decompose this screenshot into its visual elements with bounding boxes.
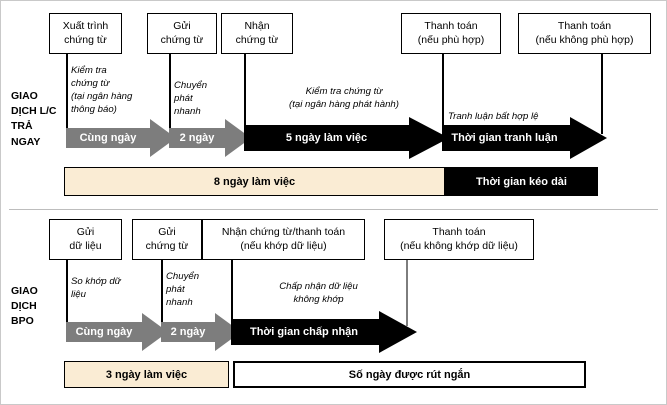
section-divider: [9, 209, 658, 210]
event-box-bpo-1[interactable]: Gửi dữ liệu: [49, 219, 122, 260]
event-box-bpo-2-line-1: Gửi: [158, 226, 176, 239]
caption-lc-2-line-1: Chuyển: [174, 80, 208, 91]
event-box-bpo-1-line-2: dữ liệu: [69, 239, 102, 252]
event-box-bpo-2[interactable]: Gửi chứng từ: [132, 219, 202, 260]
arrow-lc-1[interactable]: Cùng ngày: [66, 119, 176, 157]
event-box-lc-1-line-1: Xuất trình: [62, 20, 109, 33]
caption-lc-2-line-2: phát: [174, 92, 193, 104]
caption-bpo-3-line-1: Chấp nhận dữ liệu: [279, 281, 358, 292]
summary-bar-lc-2-label: Thời gian kéo dài: [476, 175, 567, 188]
caption-lc-4: Tranh luận bất hợp lệ: [448, 111, 598, 124]
event-box-lc-5-line-2: (nếu không phù hợp): [535, 33, 634, 46]
connector-stem-bpo-4: [406, 260, 408, 326]
event-box-lc-1-line-2: chứng từ: [64, 33, 107, 46]
caption-bpo-2-line-3: nhanh: [166, 296, 193, 308]
row-label-lc-line-1: GIAO: [11, 90, 38, 102]
connector-stem-lc-4: [442, 54, 444, 134]
row-label-bpo: GIAO DỊCH BPO: [11, 284, 71, 330]
row-label-lc-line-3: TRẢ: [11, 120, 33, 133]
event-box-bpo-1-line-1: Gửi: [76, 226, 95, 239]
connector-stem-bpo-2: [161, 260, 163, 326]
event-box-lc-3[interactable]: Nhận chứng từ: [221, 13, 293, 54]
caption-lc-4-line-1: Tranh luận bất hợp lệ: [448, 111, 539, 122]
row-label-lc: GIAO DỊCH L/C TRẢ NGAY: [11, 89, 71, 150]
event-box-bpo-3-line-2: (nếu khớp dữ liệu): [240, 239, 327, 252]
event-box-lc-3-line-1: Nhận: [244, 20, 270, 33]
connector-stem-bpo-3: [231, 260, 233, 326]
caption-lc-3-line-1: Kiểm tra chứng từ: [305, 86, 383, 97]
summary-bar-lc-1-label: 8 ngày làm việc: [213, 175, 296, 188]
event-box-lc-4-line-2: (nếu phù hợp): [417, 33, 485, 46]
event-box-bpo-2-line-2: chứng từ: [145, 239, 189, 252]
caption-bpo-2: Chuyển phát nhanh: [166, 271, 226, 310]
event-box-lc-4-line-1: Thanh toán: [424, 20, 478, 33]
summary-bar-bpo-2[interactable]: Số ngày được rút ngắn: [233, 361, 586, 388]
caption-lc-1-line-3: (tại ngân hàng: [71, 90, 133, 102]
row-label-bpo-line-3: BPO: [11, 315, 34, 328]
event-box-bpo-3-line-1: Nhận chứng từ/thanh toán: [221, 226, 346, 239]
event-box-lc-5-line-1: Thanh toán: [557, 20, 612, 33]
caption-lc-3: Kiểm tra chứng từ (tại ngân hàng phát hà…: [249, 86, 439, 112]
caption-bpo-3: Chấp nhận dữ liệu không khớp: [236, 281, 401, 307]
caption-bpo-2-line-2: phát: [166, 283, 185, 295]
connector-stem-lc-1: [66, 54, 68, 134]
caption-lc-2-line-3: nhanh: [174, 105, 201, 117]
connector-stem-lc-5: [601, 54, 603, 134]
connector-stem-lc-3: [244, 54, 246, 134]
caption-lc-3-line-2: (tại ngân hàng phát hành): [289, 98, 399, 110]
summary-bar-lc-1[interactable]: 8 ngày làm việc: [64, 167, 445, 196]
event-box-lc-1[interactable]: Xuất trình chứng từ: [49, 13, 122, 54]
event-box-lc-4[interactable]: Thanh toán (nếu phù hợp): [401, 13, 501, 54]
event-box-lc-5[interactable]: Thanh toán (nếu không phù hợp): [518, 13, 651, 54]
caption-bpo-3-line-2: không khớp: [293, 293, 344, 305]
event-box-bpo-4-line-2: (nếu không khớp dữ liệu): [400, 239, 518, 252]
arrow-lc-3[interactable]: 5 ngày làm việc: [244, 117, 449, 159]
caption-lc-1-line-1: Kiểm tra: [71, 65, 107, 76]
connector-stem-lc-2: [169, 54, 171, 134]
caption-bpo-2-line-1: Chuyển: [166, 271, 200, 282]
caption-lc-2: Chuyển phát nhanh: [174, 80, 240, 119]
arrow-lc-2[interactable]: 2 ngày: [169, 119, 251, 157]
row-label-bpo-line-2: DỊCH: [11, 300, 37, 313]
arrow-bpo-2[interactable]: 2 ngày: [161, 313, 241, 351]
row-label-lc-line-4: NGAY: [11, 135, 41, 148]
event-box-lc-2-line-2: chứng từ: [160, 33, 204, 46]
arrow-bpo-1[interactable]: Cùng ngày: [66, 313, 168, 351]
event-box-lc-2[interactable]: Gửi chứng từ: [147, 13, 217, 54]
event-box-lc-2-line-1: Gửi: [173, 20, 191, 33]
summary-bar-bpo-2-label: Số ngày được rút ngắn: [348, 368, 471, 381]
summary-bar-bpo-1[interactable]: 3 ngày làm việc: [64, 361, 229, 388]
event-box-lc-3-line-2: chứng từ: [235, 33, 279, 46]
event-box-bpo-4[interactable]: Thanh toán (nếu không khớp dữ liệu): [384, 219, 534, 260]
caption-lc-1: Kiểm tra chứng từ (tại ngân hàng thông b…: [71, 65, 167, 116]
row-label-bpo-line-1: GIAO: [11, 285, 38, 297]
caption-lc-1-line-2: chứng từ: [71, 77, 110, 89]
event-box-bpo-3[interactable]: Nhận chứng từ/thanh toán (nếu khớp dữ li…: [202, 219, 365, 260]
connector-stem-bpo-1: [66, 260, 68, 326]
row-label-lc-line-2: DỊCH L/C: [11, 105, 57, 118]
caption-bpo-1-line-1: So khớp dữ: [71, 276, 121, 287]
caption-bpo-1-line-2: liệu: [71, 288, 86, 300]
caption-bpo-1: So khớp dữ liệu: [71, 276, 161, 302]
caption-lc-1-line-4: thông báo): [71, 103, 117, 115]
event-box-bpo-4-line-1: Thanh toán: [432, 226, 486, 239]
arrow-bpo-3[interactable]: Thời gian chấp nhận: [231, 311, 417, 353]
summary-bar-lc-2[interactable]: Thời gian kéo dài: [445, 167, 598, 196]
summary-bar-bpo-1-label: 3 ngày làm việc: [105, 368, 188, 381]
